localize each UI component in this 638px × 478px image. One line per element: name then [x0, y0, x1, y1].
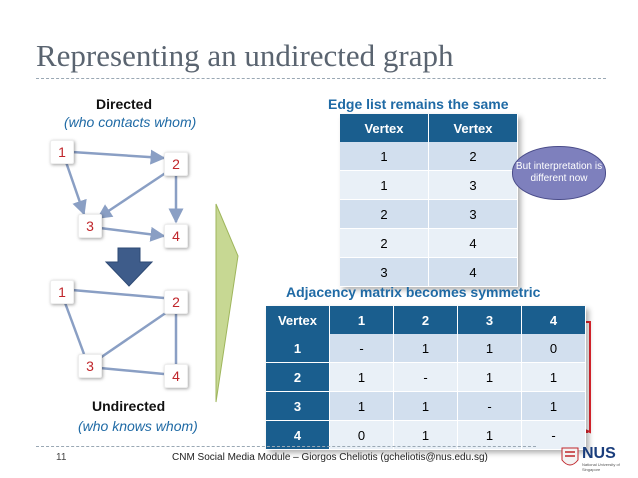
footer-text: CNM Social Media Module – Giorgos Chelio… [172, 452, 488, 463]
table-cell: 1 [329, 391, 394, 421]
interpretation-callout: But interpretation is different now [512, 146, 606, 200]
table-cell: 1 [340, 142, 429, 171]
table-cell: - [521, 420, 586, 450]
undirected-edge-3-4 [99, 366, 165, 376]
table-cell: 2 [340, 199, 429, 229]
undirected-edge-2-3 [99, 308, 171, 360]
table-cell: 3 [428, 170, 518, 200]
footer-divider [36, 446, 536, 447]
table-row: 2 1 - 1 1 [266, 362, 586, 392]
undirected-heading: Undirected [92, 398, 166, 414]
undirected-node-3: 3 [78, 354, 102, 378]
table-cell: - [457, 391, 522, 421]
table-cell: 0 [521, 334, 586, 363]
table-cell: 1 [521, 391, 586, 421]
undirected-node-4: 4 [164, 364, 188, 388]
table-cell: 2 [428, 142, 518, 171]
nus-logo: NUS National University of Singapore [560, 445, 630, 472]
adjacency-heading: Adjacency matrix becomes symmetric [286, 284, 541, 300]
table-cell: 3 [340, 257, 429, 287]
table-row: 4 0 1 1 - [266, 420, 586, 450]
logo-subtext: National University of Singapore [582, 462, 620, 472]
directed-node-2: 2 [164, 152, 188, 176]
table-cell: 4 [428, 257, 518, 287]
table-cell: - [329, 334, 394, 363]
down-arrow-icon [104, 247, 154, 287]
undirected-node-1: 1 [50, 280, 74, 304]
undirected-edge-1-2 [71, 288, 165, 300]
table-cell: 1 [457, 334, 522, 363]
directed-node-3: 3 [78, 214, 102, 238]
row-header: 1 [266, 334, 330, 363]
table-cell: 1 [521, 362, 586, 392]
edge-list-heading: Edge list remains the same [328, 96, 509, 112]
table-cell: 1 [340, 170, 429, 200]
page-number: 11 [56, 452, 67, 463]
row-header: 3 [266, 391, 330, 421]
table-cell: - [393, 362, 458, 392]
column-header: Vertex [266, 306, 330, 334]
logo-text: NUS [582, 445, 616, 462]
table-cell: 1 [457, 420, 522, 450]
directed-edge-3-4 [99, 226, 166, 242]
table-cell: 2 [340, 228, 429, 258]
directed-node-4: 4 [164, 224, 188, 248]
undirected-subheading: (who knows whom) [78, 418, 198, 434]
adjacency-matrix-table: Vertex 1 2 3 4 1 - 1 1 0 2 1 - 1 1 3 1 1… [266, 306, 586, 450]
table-cell: 1 [393, 334, 458, 363]
table-cell: 0 [329, 420, 394, 450]
column-header: 1 [329, 306, 394, 334]
column-header: Vertex [340, 114, 429, 142]
directed-edge-2-3 [96, 168, 171, 220]
directed-node-1: 1 [50, 140, 74, 164]
directed-edge-1-3 [64, 161, 87, 216]
column-header: 2 [393, 306, 458, 334]
column-header: 4 [521, 306, 586, 334]
table-cell: 1 [393, 391, 458, 421]
table-header-row: Vertex 1 2 3 4 [266, 306, 586, 334]
slide-title: Representing an undirected graph [36, 38, 454, 73]
undirected-node-2: 2 [164, 290, 188, 314]
right-chevron-icon [215, 203, 239, 403]
row-header: 4 [266, 420, 330, 450]
row-header: 2 [266, 362, 330, 392]
table-cell: 4 [428, 228, 518, 258]
table-cell: 3 [428, 199, 518, 229]
crest-icon [561, 447, 579, 466]
directed-edge-1-2 [71, 149, 166, 165]
title-divider [36, 78, 606, 79]
column-header: 3 [457, 306, 522, 334]
directed-heading: Directed [96, 96, 153, 112]
undirected-edge-1-3 [62, 299, 86, 355]
table-cell: 1 [329, 362, 394, 392]
column-header: Vertex [428, 114, 518, 142]
table-cell: 1 [393, 420, 458, 450]
table-cell: 1 [457, 362, 522, 392]
directed-subheading: (who contacts whom) [64, 114, 197, 130]
table-header-row: Vertex Vertex [340, 114, 518, 142]
table-row: 3 1 1 - 1 [266, 391, 586, 421]
table-row: 1 - 1 1 0 [266, 334, 586, 363]
